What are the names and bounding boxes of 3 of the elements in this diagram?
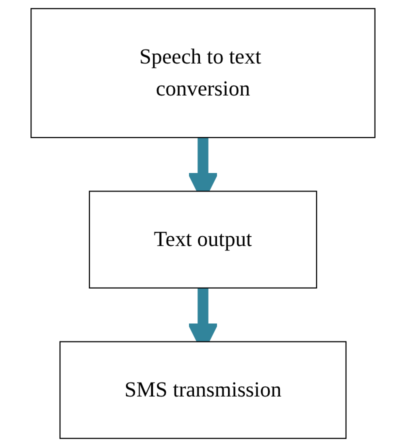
node-box: Speech to text conversion	[30, 8, 376, 138]
node-box: SMS transmission	[59, 341, 347, 439]
node-box: Text output	[88, 190, 318, 288]
